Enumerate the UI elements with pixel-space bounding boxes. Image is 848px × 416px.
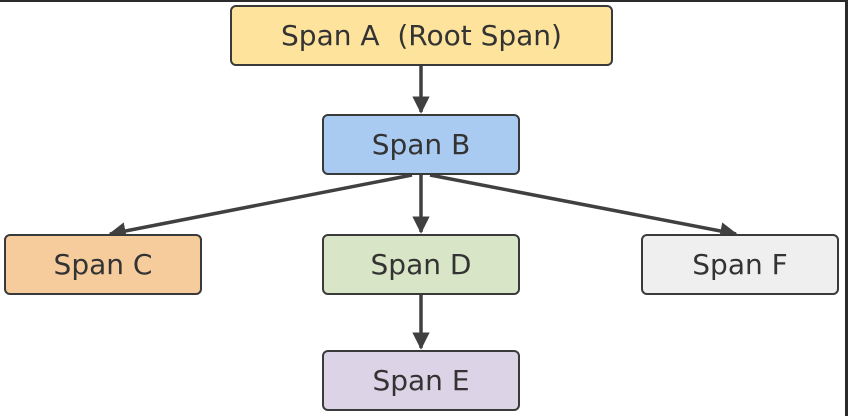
span-f-node: Span F: [641, 234, 839, 295]
span-d-node: Span D: [322, 234, 520, 295]
span-f-label: Span F: [692, 248, 788, 281]
span-a-root-node: Span A (Root Span): [230, 5, 613, 66]
span-c-node: Span C: [4, 234, 202, 295]
edge-b-to-f: [429, 173, 738, 240]
edge-b-to-c: [108, 173, 413, 240]
span-e-node: Span E: [322, 350, 520, 411]
span-d-label: Span D: [370, 248, 472, 281]
span-b-label: Span B: [371, 128, 471, 161]
span-e-label: Span E: [372, 364, 470, 397]
span-a-label: Span A (Root Span): [281, 19, 562, 52]
span-b-node: Span B: [322, 114, 520, 175]
span-c-label: Span C: [53, 248, 153, 281]
